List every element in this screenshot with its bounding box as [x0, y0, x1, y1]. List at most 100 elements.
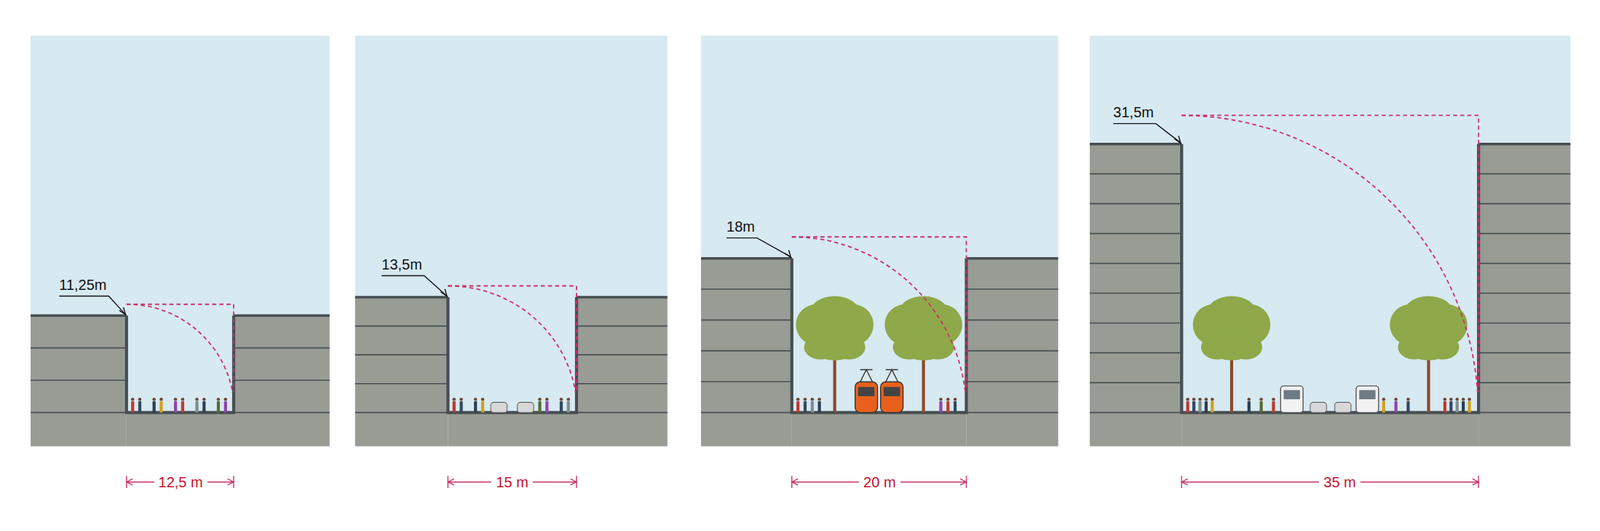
street-section — [30, 35, 330, 488]
person-head — [939, 397, 942, 401]
sky — [701, 35, 1059, 447]
floor-line — [1478, 203, 1571, 205]
floor-line — [1089, 322, 1182, 324]
floor-line — [965, 350, 1058, 352]
person-head — [946, 397, 950, 401]
person — [1192, 401, 1196, 413]
person-head — [1198, 397, 1202, 401]
leader-line — [1113, 123, 1180, 142]
floor-line — [1089, 232, 1182, 235]
person — [818, 401, 822, 413]
street-outline — [791, 258, 967, 413]
floor-line — [1478, 173, 1571, 175]
person — [796, 401, 800, 413]
person-head — [216, 397, 220, 401]
floor-line — [355, 325, 449, 327]
person-head — [173, 397, 177, 401]
person — [159, 401, 163, 413]
person-head — [202, 397, 206, 401]
floor-line — [233, 379, 330, 381]
person-head — [1455, 397, 1459, 401]
width-dimension: 35 m — [1319, 474, 1360, 490]
person — [1247, 401, 1251, 413]
person — [803, 401, 807, 413]
person — [152, 401, 156, 413]
car — [1310, 401, 1327, 413]
tree-crown — [921, 334, 955, 360]
person — [131, 401, 134, 413]
person — [1461, 401, 1465, 413]
car — [1335, 401, 1352, 413]
tree-crown — [898, 296, 948, 330]
building — [576, 296, 668, 447]
person-head — [545, 397, 549, 401]
person — [939, 401, 942, 413]
building — [355, 296, 449, 447]
person — [202, 401, 206, 413]
street-section — [1089, 35, 1571, 488]
person — [953, 401, 957, 413]
dashed-frame — [791, 236, 967, 392]
person — [195, 401, 198, 413]
person — [481, 401, 485, 413]
person-head — [1259, 397, 1263, 401]
height-callout: 13,5m — [381, 256, 423, 272]
leader-line — [58, 296, 125, 314]
floor-line — [1089, 262, 1182, 265]
floor-line — [965, 380, 1058, 383]
person — [1406, 401, 1410, 413]
floor-line — [576, 382, 668, 385]
person — [567, 401, 570, 413]
floor-line — [1089, 352, 1182, 354]
person-head — [473, 397, 477, 401]
person — [1260, 401, 1263, 413]
building — [1089, 144, 1182, 447]
person-head — [1204, 397, 1208, 401]
person-head — [1393, 397, 1397, 401]
person-head — [1449, 397, 1453, 401]
person-head — [1467, 397, 1471, 401]
person-head — [1210, 397, 1214, 401]
pantograph — [860, 369, 873, 382]
floor-line — [30, 379, 127, 381]
person-head — [796, 397, 800, 401]
dashed-frame — [447, 286, 577, 393]
bus-window — [1283, 390, 1300, 400]
floor-line — [1478, 352, 1571, 354]
person-head — [452, 397, 456, 401]
tram-window — [858, 386, 875, 396]
tram — [855, 381, 878, 413]
person — [1394, 401, 1398, 413]
person-head — [559, 397, 563, 401]
person — [181, 401, 185, 413]
floor-line — [233, 347, 330, 349]
dashed-frame — [126, 304, 234, 393]
floor-line — [965, 256, 1058, 260]
leader-line — [381, 275, 446, 296]
person-head — [567, 397, 570, 401]
dashed-arc — [447, 286, 576, 393]
street-outline — [447, 296, 577, 413]
ground — [126, 412, 234, 446]
building — [1478, 144, 1571, 447]
building — [233, 315, 330, 446]
person — [1210, 401, 1214, 413]
leader-arrow — [784, 249, 791, 257]
building — [701, 258, 792, 447]
floor-line — [1089, 292, 1182, 295]
leader-arrow — [119, 307, 126, 315]
floor-line — [1089, 203, 1182, 205]
person-head — [1247, 397, 1251, 401]
floor-line — [355, 382, 449, 385]
bus — [1280, 385, 1304, 413]
person-head — [131, 397, 134, 401]
person-head — [481, 397, 485, 401]
person-head — [152, 397, 156, 401]
person — [1271, 401, 1275, 413]
person-head — [1406, 397, 1410, 401]
car — [490, 401, 507, 413]
leader-arrow — [1174, 135, 1180, 143]
dashed-arc — [791, 236, 966, 392]
person — [1449, 401, 1453, 413]
person — [452, 401, 456, 413]
